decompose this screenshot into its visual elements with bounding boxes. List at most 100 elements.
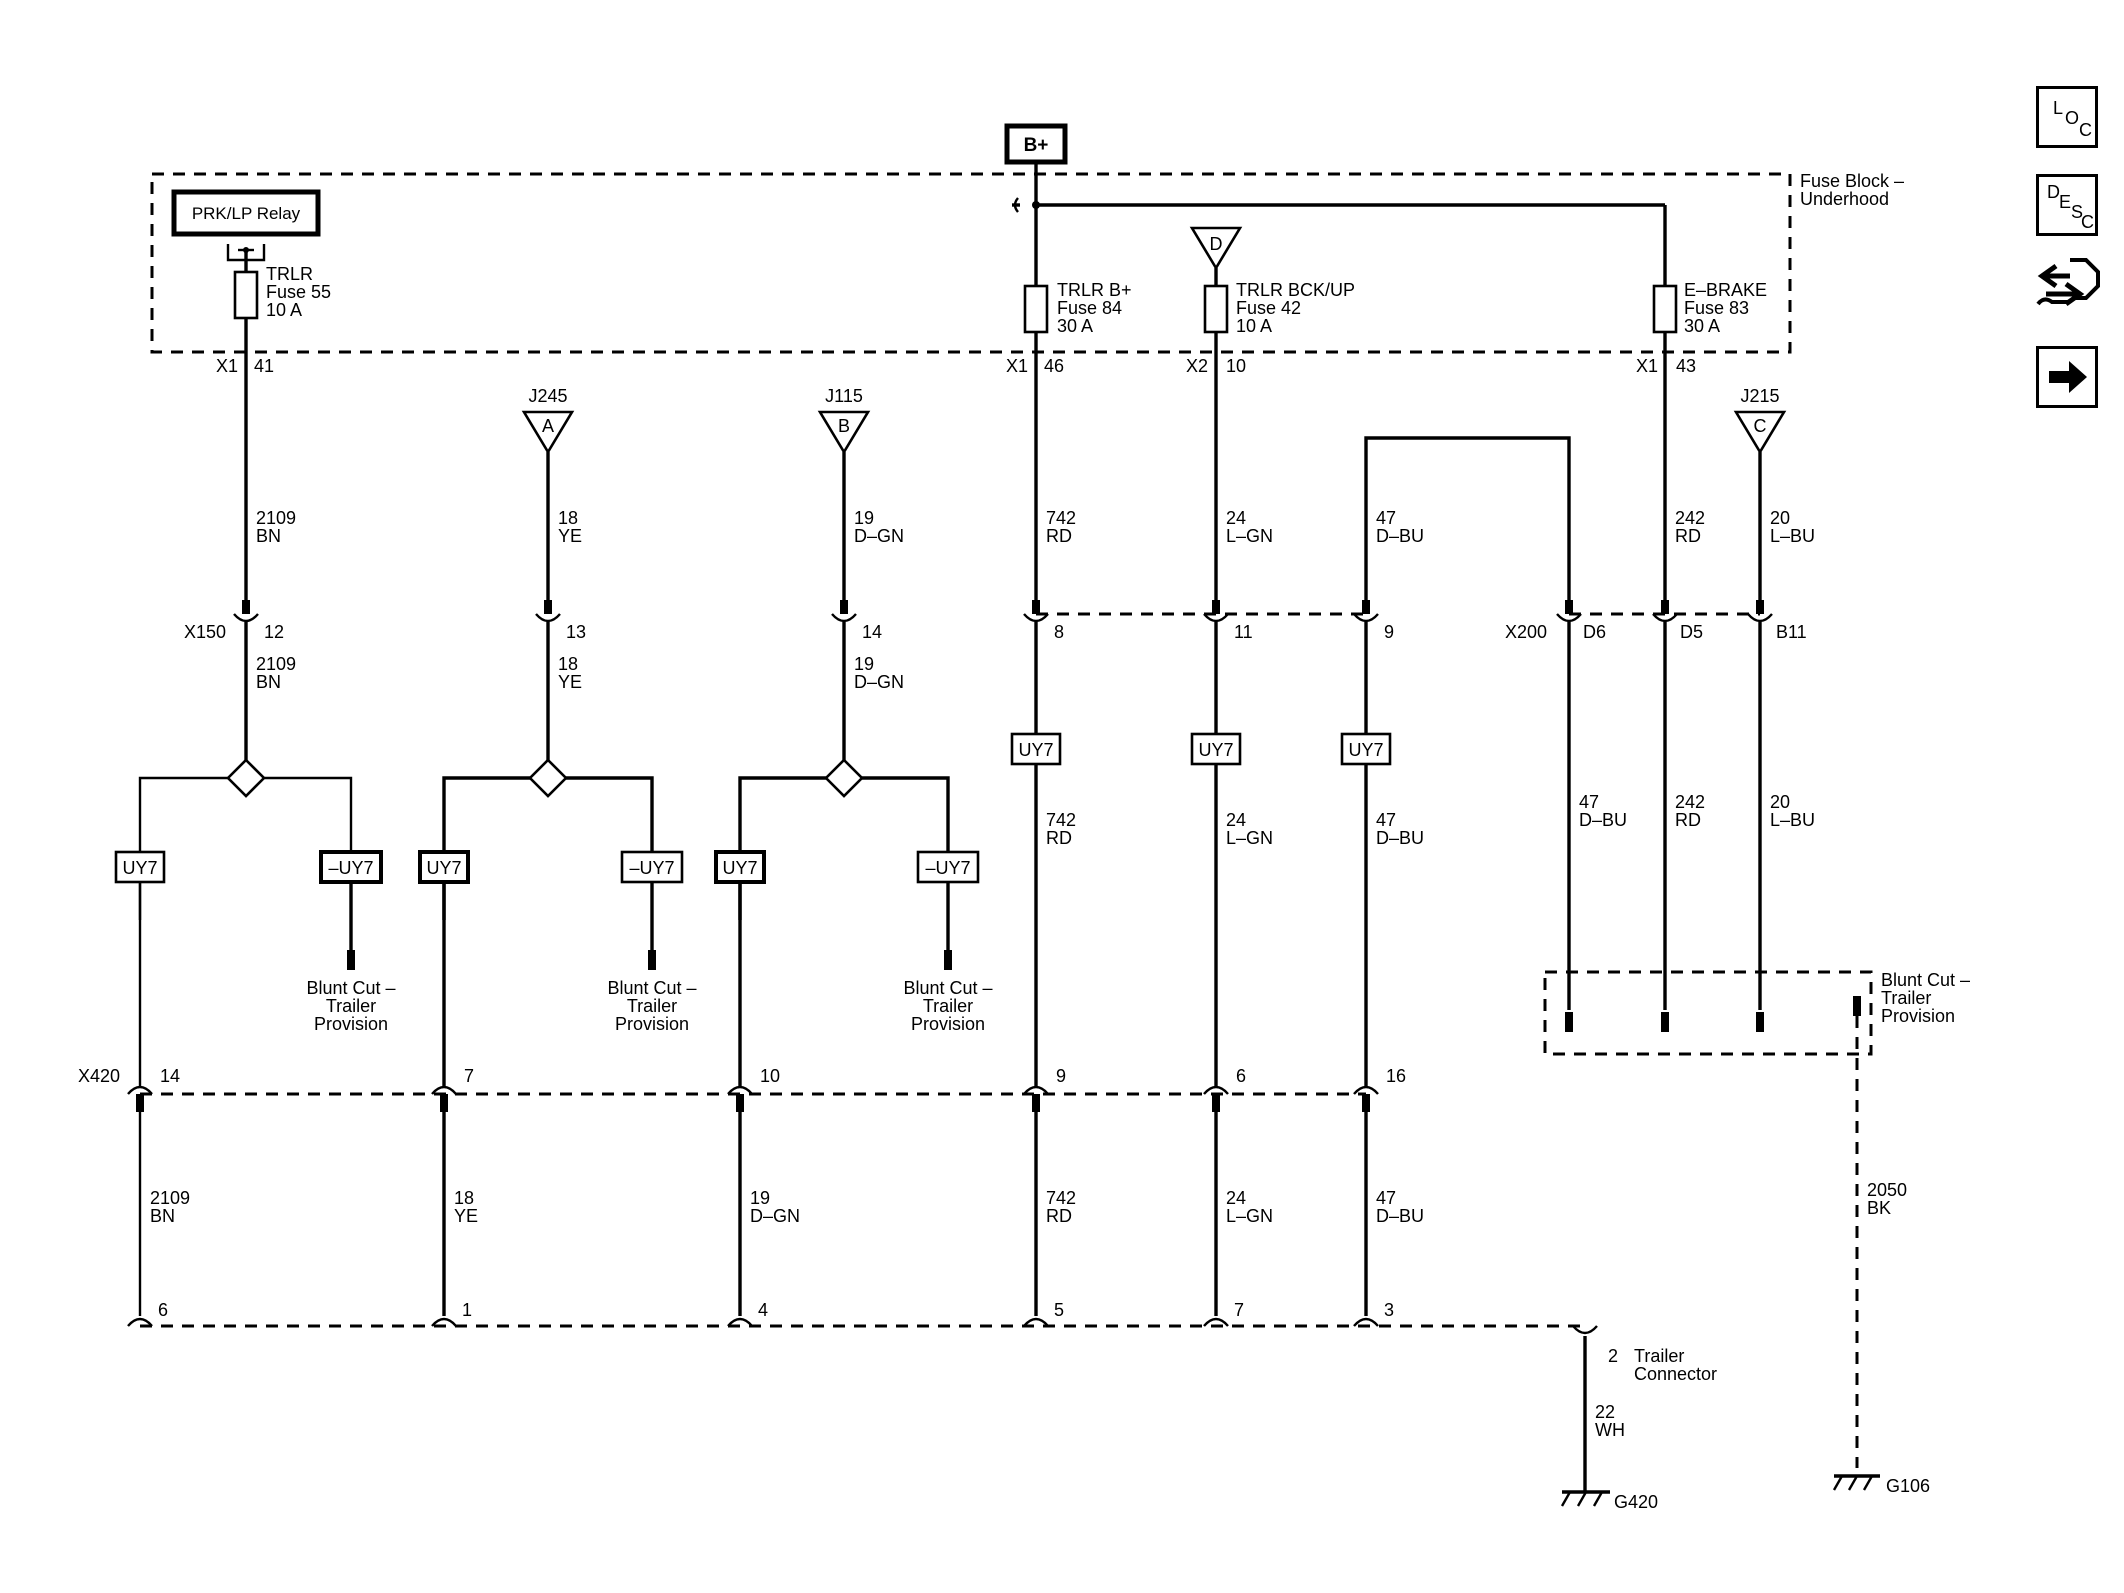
fuse-55-number: Fuse 55 bbox=[266, 282, 331, 302]
ground-g420-symbol bbox=[1560, 1490, 1610, 1507]
x200-name: X200 bbox=[1505, 622, 1547, 642]
circuit-19-lower-num: 19 bbox=[750, 1188, 770, 1208]
circuit-19-upper-num: 19 bbox=[854, 508, 874, 528]
svg-text:UY7: UY7 bbox=[122, 858, 157, 878]
option-splice-1 bbox=[138, 622, 353, 920]
circuit-19-mid-color: D–GN bbox=[854, 672, 904, 692]
circuit-20-mid-num: 20 bbox=[1770, 792, 1790, 812]
ref-triangle-a bbox=[521, 410, 575, 455]
circuit-24-upper-num: 24 bbox=[1226, 508, 1246, 528]
x420-pin-14: 14 bbox=[160, 1066, 180, 1086]
circuit-24-lower-color: L–GN bbox=[1226, 1206, 1273, 1226]
blunt-cut-provision-box bbox=[1543, 970, 1873, 1056]
next-page-button[interactable] bbox=[2036, 346, 2098, 408]
svg-text:UY7: UY7 bbox=[426, 858, 461, 878]
blunt-cut-label-3: Blunt Cut – Trailer Provision bbox=[903, 978, 992, 1034]
svg-text:–UY7: –UY7 bbox=[629, 858, 674, 878]
fuse-83-label: E–BRAKE bbox=[1684, 280, 1767, 300]
location-button[interactable]: L O C bbox=[2036, 86, 2098, 148]
circuit-2109-mid-color: BN bbox=[256, 672, 281, 692]
x200-pin-d6: D6 bbox=[1583, 622, 1606, 642]
svg-text:Trailer: Trailer bbox=[326, 996, 376, 1016]
desc-letter-s: S bbox=[2071, 202, 2084, 222]
trailer-pin-2: 2 bbox=[1608, 1346, 1618, 1366]
svg-text:UY7: UY7 bbox=[722, 858, 757, 878]
connector-x420 bbox=[127, 1085, 1379, 1112]
x150-pin-13: 13 bbox=[566, 622, 586, 642]
option-splice-2 bbox=[442, 622, 654, 920]
svg-text:Trailer: Trailer bbox=[923, 996, 973, 1016]
circuit-24-mid-num: 24 bbox=[1226, 810, 1246, 830]
circuit-742-mid-num: 742 bbox=[1046, 810, 1076, 830]
svg-text:Provision: Provision bbox=[314, 1014, 388, 1034]
description-button[interactable]: D E S C bbox=[2036, 174, 2098, 236]
circuit-24-upper-color: L–GN bbox=[1226, 526, 1273, 546]
circuit-242-upper-color: RD bbox=[1675, 526, 1701, 546]
trailer-pin-1: 1 bbox=[462, 1300, 472, 1320]
fuse-42 bbox=[1203, 284, 1229, 334]
relay-label: PRK/LP Relay bbox=[192, 204, 301, 223]
circuit-19-upper-color: D–GN bbox=[854, 526, 904, 546]
circuit-47-upper-num: 47 bbox=[1376, 508, 1396, 528]
trailer-connector-label-1: Trailer bbox=[1634, 1346, 1684, 1366]
fuse-84 bbox=[1023, 284, 1049, 334]
fuse-83-rating: 30 A bbox=[1684, 316, 1720, 336]
fuse-84-rating: 30 A bbox=[1057, 316, 1093, 336]
fuse-42-rating: 10 A bbox=[1236, 316, 1272, 336]
x420-pin-9: 9 bbox=[1056, 1066, 1066, 1086]
circuit-18-upper-color: YE bbox=[558, 526, 582, 546]
circuit-22-color: WH bbox=[1595, 1420, 1625, 1440]
blunt-cut-label-4: Blunt Cut – Trailer Provision bbox=[1881, 970, 1970, 1026]
trailer-pin-4: 4 bbox=[758, 1300, 768, 1320]
circuit-19-mid-num: 19 bbox=[854, 654, 874, 674]
circuit-47-x200-color: D–BU bbox=[1579, 810, 1627, 830]
circuit-20-mid-color: L–BU bbox=[1770, 810, 1815, 830]
circuit-18-lower-num: 18 bbox=[454, 1188, 474, 1208]
circuit-742-lower-color: RD bbox=[1046, 1206, 1072, 1226]
circuit-18-mid-num: 18 bbox=[558, 654, 578, 674]
trailer-connector bbox=[127, 1317, 1598, 1335]
desc-letter-e: E bbox=[2059, 192, 2072, 212]
fuse-83 bbox=[1652, 284, 1678, 334]
svg-text:UY7: UY7 bbox=[1198, 740, 1233, 760]
x150-name: X150 bbox=[184, 622, 226, 642]
svg-text:Trailer: Trailer bbox=[1881, 988, 1931, 1008]
ref-d-letter: D bbox=[1210, 234, 1223, 254]
circuit-742-upper-num: 742 bbox=[1046, 508, 1076, 528]
circuit-242-upper-num: 242 bbox=[1675, 508, 1705, 528]
connector-tool-icon[interactable] bbox=[2036, 254, 2100, 316]
relay-box bbox=[171, 189, 321, 237]
blunt-cut-label-1: Blunt Cut – Trailer Provision bbox=[306, 978, 395, 1034]
trailer-pin-3: 3 bbox=[1384, 1300, 1394, 1320]
ref-triangle-d bbox=[1189, 226, 1243, 271]
trailer-pin-5: 5 bbox=[1054, 1300, 1064, 1320]
x420-pin-16: 16 bbox=[1386, 1066, 1406, 1086]
desc-letter-d: D bbox=[2047, 182, 2060, 202]
circuit-47-lower-color: D–BU bbox=[1376, 1206, 1424, 1226]
fuse-block-label-2: Underhood bbox=[1800, 189, 1889, 209]
circuit-742-mid-color: RD bbox=[1046, 828, 1072, 848]
x150-pin-9: 9 bbox=[1384, 622, 1394, 642]
ground-g106-symbol bbox=[1832, 1474, 1880, 1491]
circuit-2109-mid-num: 2109 bbox=[256, 654, 296, 674]
x420-name: X420 bbox=[78, 1066, 120, 1086]
svg-text:Blunt Cut –: Blunt Cut – bbox=[306, 978, 395, 998]
circuit-742-upper-color: RD bbox=[1046, 526, 1072, 546]
fuse-block-label-1: Fuse Block – bbox=[1800, 171, 1904, 191]
fuse-55-connector: X1 bbox=[216, 356, 238, 376]
fuse-84-label: TRLR B+ bbox=[1057, 280, 1132, 300]
power-source-label: B+ bbox=[1024, 135, 1049, 156]
circuit-2109-lower-color: BN bbox=[150, 1206, 175, 1226]
fuse-84-connector: X1 bbox=[1006, 356, 1028, 376]
circuit-47-upper-color: D–BU bbox=[1376, 526, 1424, 546]
ref-triangle-c bbox=[1733, 410, 1787, 455]
circuit-47-lower-num: 47 bbox=[1376, 1188, 1396, 1208]
svg-text:UY7: UY7 bbox=[1348, 740, 1383, 760]
circuit-242-mid-num: 242 bbox=[1675, 792, 1705, 812]
circuit-2050-num: 2050 bbox=[1867, 1180, 1907, 1200]
x150-pin-8: 8 bbox=[1054, 622, 1064, 642]
svg-text:Trailer: Trailer bbox=[627, 996, 677, 1016]
fuse-block-outline bbox=[150, 172, 1792, 354]
circuit-47-mid-num: 47 bbox=[1376, 810, 1396, 830]
